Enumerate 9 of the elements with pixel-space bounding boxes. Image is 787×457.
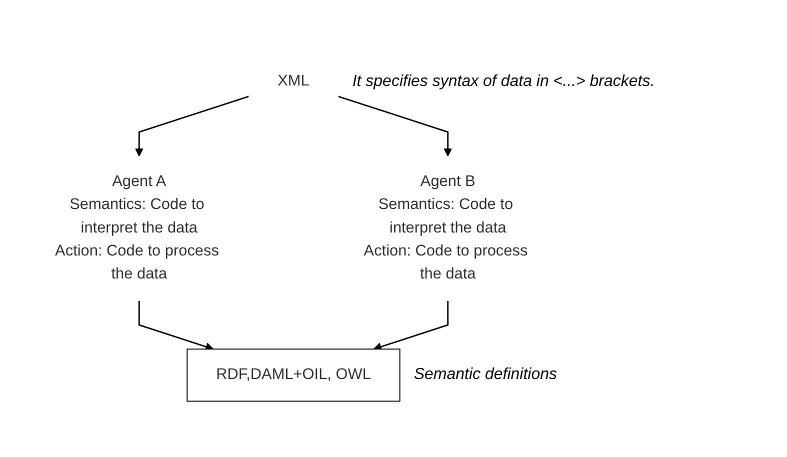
node-text: Agent A Semantics: Code to interpret the data Action: Code to process the data xyxy=(55,174,219,283)
node-text: XML xyxy=(278,73,310,90)
node-text: Agent B Semantics: Code to interpret the data Action: Code to process the data xyxy=(364,174,528,283)
arrow xyxy=(138,300,214,351)
note-text: It specifies syntax of data in <...> brackets. xyxy=(352,72,655,91)
arrow xyxy=(134,96,249,157)
arrow xyxy=(338,96,452,157)
node-box: RDF,DAML+OIL, OWL xyxy=(186,348,400,402)
arrow xyxy=(373,300,449,351)
